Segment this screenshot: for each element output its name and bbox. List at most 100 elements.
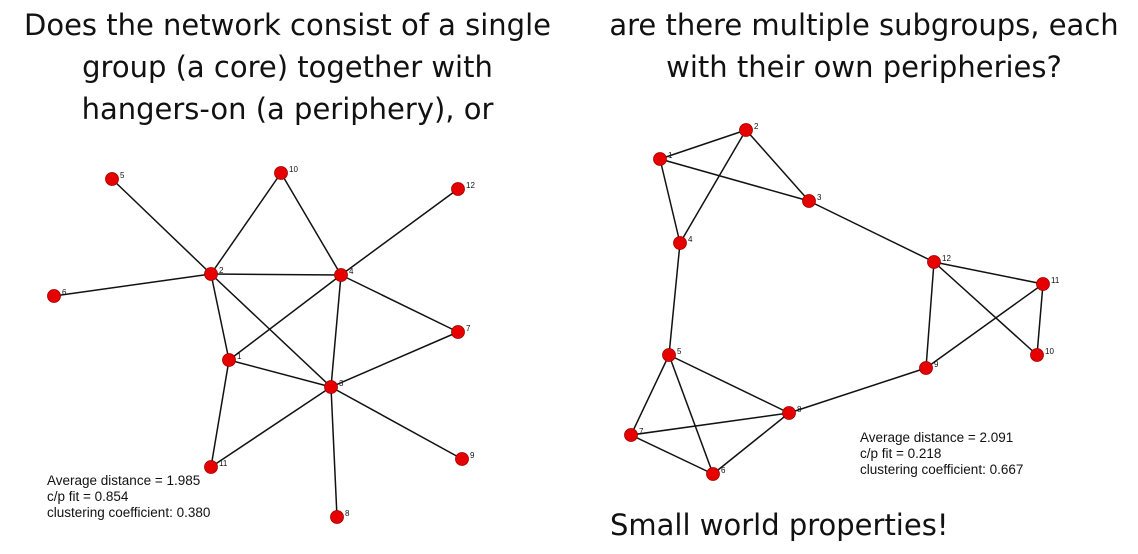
network-edge [340, 188, 459, 276]
network-edge [679, 129, 747, 244]
left-question-heading: Does the network consist of a single gro… [0, 4, 575, 130]
average-distance-text: Average distance = 2.091 [860, 430, 1014, 445]
network-edge [659, 129, 747, 160]
node-label: 8 [797, 405, 802, 414]
node-label: 5 [677, 347, 682, 356]
network-edge [330, 274, 342, 388]
network-edge [630, 412, 790, 436]
node-label: 11 [219, 459, 228, 468]
network-node-2 [739, 123, 753, 137]
network-node-5 [662, 348, 676, 362]
network-node-4 [334, 268, 348, 282]
clustering-coefficient-text: clustering coefficient: 0.667 [860, 462, 1024, 477]
node-label: 10 [289, 165, 298, 174]
cp-fit-text: c/p fit = 0.218 [860, 446, 942, 461]
node-label: 9 [470, 451, 475, 460]
network-node-3 [802, 194, 816, 208]
network-edge [210, 359, 230, 468]
network-node-2 [204, 267, 218, 281]
network-edge [228, 274, 342, 361]
network-node-11 [204, 460, 218, 474]
node-label: 4 [688, 235, 693, 244]
network-node-11 [1036, 277, 1050, 291]
node-label: 2 [219, 266, 224, 275]
heading-line: group (a core) together with [82, 50, 493, 84]
network-node-4 [673, 236, 687, 250]
network-edge [53, 273, 212, 297]
network-edge [712, 412, 790, 475]
network-edge [925, 261, 935, 369]
network-edge [330, 386, 463, 460]
network-edge [788, 367, 927, 414]
network-edge [933, 261, 1044, 285]
clustering-coefficient-text: clustering coefficient: 0.380 [47, 505, 211, 520]
network-edge [933, 261, 1038, 356]
node-label: 1 [237, 352, 242, 361]
conclusion-text: Small world properties! [610, 508, 949, 542]
network-edge [111, 178, 212, 275]
node-label: 10 [1045, 347, 1054, 356]
network-node-8 [330, 510, 344, 524]
network-node-1 [653, 152, 667, 166]
network-edge [210, 172, 282, 275]
network-node-7 [451, 325, 465, 339]
network-node-12 [451, 182, 465, 196]
network-edge [630, 354, 670, 436]
node-label: 12 [466, 181, 475, 190]
heading-line: hangers-on (a periphery), or [81, 92, 494, 126]
network-edge [668, 354, 714, 475]
network-edge [210, 386, 332, 468]
network-edge [340, 274, 459, 333]
network-edge [808, 200, 935, 263]
right-network-stats: Average distance = 2.091 c/p fit = 0.218… [860, 430, 1023, 478]
network-edge [210, 273, 332, 388]
heading-line: Does the network consist of a single [24, 8, 551, 42]
right-question-heading: are there multiple subgroups, each with … [590, 4, 1138, 88]
network-edge [668, 354, 790, 414]
network-node-10 [274, 166, 288, 180]
node-label: 8 [345, 509, 350, 518]
network-node-9 [455, 452, 469, 466]
network-node-12 [927, 255, 941, 269]
network-node-3 [324, 380, 338, 394]
network-edge [1036, 283, 1044, 356]
node-label: 9 [934, 360, 939, 369]
node-label: 7 [466, 324, 471, 333]
network-node-6 [47, 289, 61, 303]
network-edge [659, 158, 681, 244]
network-node-1 [222, 353, 236, 367]
node-label: 3 [339, 379, 344, 388]
left-network-stats: Average distance = 1.985 c/p fit = 0.854… [47, 473, 210, 521]
network-edge [210, 273, 230, 361]
network-edge [668, 242, 681, 356]
node-label: 6 [721, 466, 726, 475]
node-label: 3 [817, 193, 822, 202]
network-node-10 [1030, 348, 1044, 362]
network-edge [925, 283, 1044, 369]
heading-line: are there multiple subgroups, each [609, 8, 1119, 42]
node-label: 2 [754, 122, 759, 131]
network-node-8 [782, 406, 796, 420]
network-node-6 [706, 467, 720, 481]
node-label: 11 [1051, 276, 1060, 285]
node-label: 5 [120, 171, 125, 180]
network-node-5 [105, 172, 119, 186]
network-edge [280, 172, 342, 276]
average-distance-text: Average distance = 1.985 [47, 473, 201, 488]
cp-fit-text: c/p fit = 0.854 [47, 489, 129, 504]
node-label: 4 [349, 267, 354, 276]
network-edge [210, 273, 342, 276]
network-node-7 [624, 428, 638, 442]
network-node-9 [919, 361, 933, 375]
node-label: 12 [942, 254, 951, 263]
network-edge [630, 434, 714, 475]
network-edge [659, 158, 810, 202]
node-label: 6 [62, 288, 67, 297]
network-edge [330, 386, 338, 518]
network-edge [228, 359, 332, 388]
heading-line: with their own peripheries? [666, 50, 1062, 84]
network-edge [745, 129, 810, 202]
